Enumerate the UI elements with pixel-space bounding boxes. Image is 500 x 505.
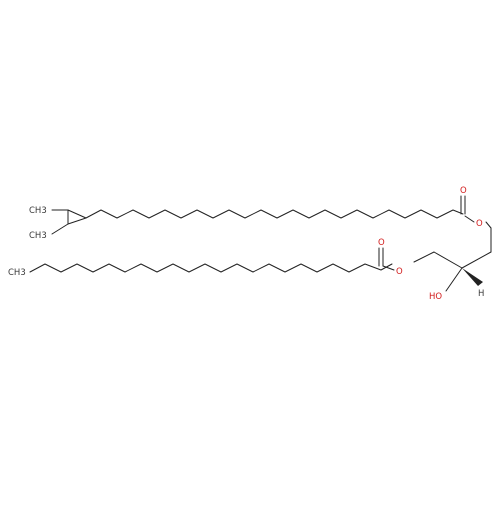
lower-acyl-chain (29, 247, 395, 273)
stereo-wedge (462, 268, 483, 286)
atom-labels: CH3 CH3 CH3 O O O O HO H (8, 186, 484, 302)
ch3-label-middle: CH3 (29, 231, 47, 241)
ch3-label-upper: CH3 (29, 206, 47, 216)
carbonyl-oxygen-upper: O (460, 186, 467, 196)
carbonyl-oxygen-lower: O (378, 238, 385, 248)
glycerol-backbone (413, 227, 492, 292)
ester-oxygen-lower: O (396, 267, 403, 277)
upper-acyl-chain (51, 195, 492, 235)
ch3-label-lower: CH3 (8, 268, 26, 278)
hydroxyl-label: HO (429, 292, 442, 302)
stereo-hydrogen-label: H (478, 289, 484, 299)
ester-oxygen-upper: O (476, 219, 483, 229)
